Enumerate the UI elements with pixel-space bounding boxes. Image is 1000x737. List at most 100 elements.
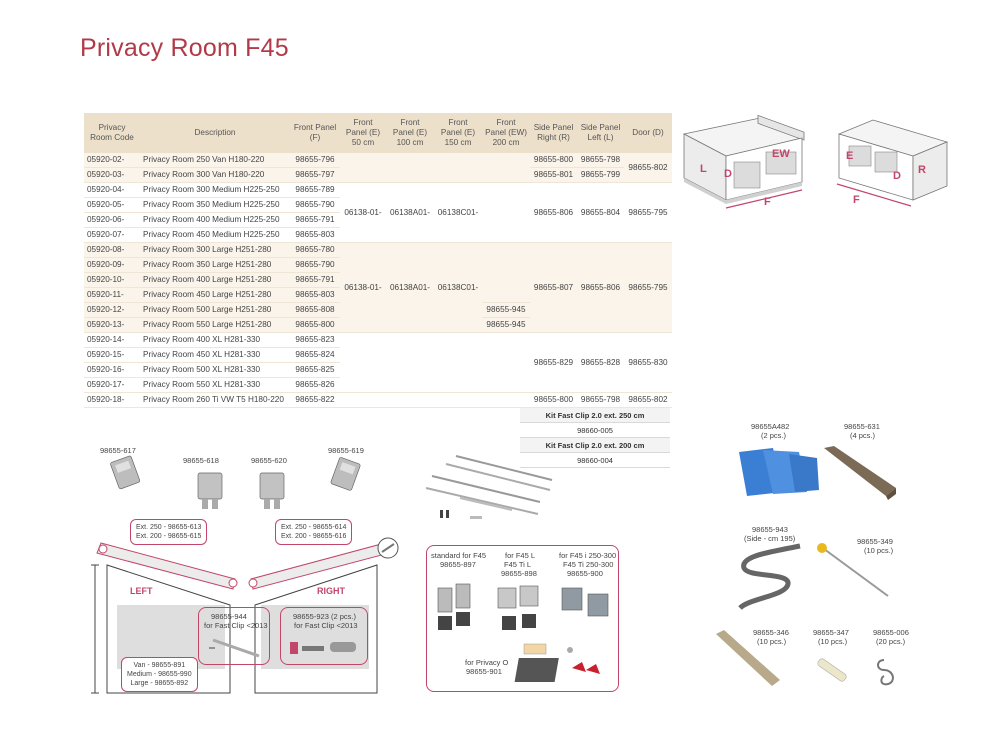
ext-right-200: Ext. 200 - 98655-616	[281, 533, 347, 540]
diagram-label-e: E	[846, 150, 854, 162]
acc-943-code: 98655-943	[752, 525, 788, 534]
table-header-row: Privacy Room Code Description Front Pane…	[84, 113, 672, 153]
front-panel-cell: 98655-822	[290, 392, 340, 408]
door-cell: 98655-802	[624, 153, 672, 183]
blue-tarp-image	[739, 448, 819, 496]
acc-346-code: 98655-346	[753, 628, 789, 637]
front-e50-cell: 06138-01-	[340, 182, 386, 243]
diagram-label-f: F	[764, 196, 771, 208]
parts-table: Privacy Room Code Description Front Pane…	[84, 113, 672, 408]
front-panel-cell: 98655-803	[290, 227, 340, 243]
side-left-cell: 98655-806	[577, 242, 624, 333]
description-cell: Privacy Room 350 Large H251-280	[140, 257, 290, 273]
table-row: 05920-04- Privacy Room 300 Medium H225-2…	[84, 182, 672, 243]
table-row: 05920-06- Privacy Room 400 Medium H225-2…	[84, 212, 672, 228]
page-title: Privacy Room F45	[80, 34, 289, 62]
front-panel-cell: 98655-826	[290, 377, 340, 393]
description-cell: Privacy Room 350 Medium H225-250	[140, 197, 290, 213]
code-cell: 05920-05-	[84, 197, 140, 213]
code-cell: 05920-17-	[84, 377, 140, 393]
side-left-cell: 98655-798	[577, 392, 624, 408]
table-group: 05920-18- Privacy Room 260 Ti VW T5 H180…	[84, 392, 672, 408]
part-label-618: 98655-618	[183, 456, 219, 465]
magnify-circle-icon	[377, 537, 399, 559]
side-right-cell: 98655-829	[530, 332, 577, 393]
kit-code-250: 98660-005	[520, 423, 670, 438]
code-cell: 05920-16-	[84, 362, 140, 378]
acc-631-qty: (4 pcs.)	[850, 431, 876, 440]
acc-347-qty: (10 pcs.)	[818, 637, 848, 646]
adapter-f45i-label2: F45 Ti 250-300	[563, 560, 614, 569]
adapters-image	[437, 583, 609, 630]
description-cell: Privacy Room 450 Medium H225-250	[140, 227, 290, 243]
code-cell: 05920-18-	[84, 392, 140, 408]
part-label-619: 98655-619	[328, 446, 364, 455]
right-label: RIGHT	[317, 586, 345, 596]
adapter-f45l-label: for F45 L	[505, 551, 536, 560]
side-left-cell: 98655-828	[577, 332, 624, 393]
front-e150-cell: 06138C01-	[434, 182, 482, 243]
ext-left-250: Ext. 250 - 98655-613	[136, 524, 202, 531]
table-row: 05920-13- Privacy Room 550 Large H251-28…	[84, 317, 672, 333]
table-row: 05920-18- Privacy Room 260 Ti VW T5 H180…	[84, 392, 672, 408]
front-panel-cell: 98655-823	[290, 332, 340, 348]
part-944-box	[198, 607, 270, 665]
pole-sizes-callout: Van - 98655-891 Medium - 98655-990 Large…	[121, 657, 198, 692]
front-e150-cell: 06138C01-	[434, 242, 482, 333]
code-cell: 05920-02-	[84, 153, 140, 168]
acc-482-qty: (2 pcs.)	[761, 431, 787, 440]
table-group: 05920-08- Privacy Room 300 Large H251-28…	[84, 242, 672, 333]
side-right-cell: 98655-801	[530, 167, 577, 183]
part-944-image	[209, 638, 260, 658]
description-cell: Privacy Room 550 XL H281-330	[140, 377, 290, 393]
table-header: Side Panel Right (R)	[530, 113, 577, 153]
table-row: 05920-16- Privacy Room 500 XL H281-330 9…	[84, 362, 672, 378]
description-cell: Privacy Room 400 Medium H225-250	[140, 212, 290, 228]
s-hook-image	[877, 659, 894, 686]
tent-diagram-right	[836, 119, 949, 207]
acc-006-qty: (20 pcs.)	[876, 637, 906, 646]
kit-title-200: Kit Fast Clip 2.0 ext. 200 cm	[520, 438, 670, 453]
code-cell: 05920-11-	[84, 287, 140, 303]
front-panel-cell: 98655-789	[290, 182, 340, 198]
description-cell: Privacy Room 300 Van H180-220	[140, 167, 290, 183]
diagram-label-d: D	[893, 170, 901, 182]
table-header: Privacy Room Code	[84, 113, 140, 153]
table-header: Front Panel (E) 150 cm	[434, 113, 482, 153]
part-923-image	[290, 642, 356, 654]
acc-349-code: 98655-349	[857, 537, 893, 546]
ext-right-250: Ext. 250 - 98655-614	[281, 524, 347, 531]
front-panel-cell: 98655-796	[290, 153, 340, 168]
left-label: LEFT	[130, 586, 153, 596]
side-right-cell: 98655-807	[530, 242, 577, 333]
ext-left-callout: Ext. 250 - 98655-613 Ext. 200 - 98655-61…	[130, 519, 208, 545]
description-cell: Privacy Room 250 Van H180-220	[140, 153, 290, 168]
part-label-620: 98655-620	[251, 456, 287, 465]
description-cell: Privacy Room 400 XL H281-330	[140, 332, 290, 348]
table-row: 05920-12- Privacy Room 500 Large H251-28…	[84, 302, 672, 318]
code-cell: 05920-06-	[84, 212, 140, 228]
part-923-box	[280, 607, 368, 665]
clip-parts-image	[110, 455, 361, 509]
acc-346-qty: (10 pcs.)	[757, 637, 787, 646]
table-row: 05920-07- Privacy Room 450 Medium H225-2…	[84, 227, 672, 243]
table-header: Front Panel (F)	[290, 113, 340, 153]
table-row: 05920-17- Privacy Room 550 XL H281-330 9…	[84, 377, 672, 393]
diagram-label-l: L	[700, 163, 707, 175]
code-cell: 05920-10-	[84, 272, 140, 288]
front-panel-cell: 98655-808	[290, 302, 340, 318]
part-923-code: 98655-923 (2 pcs.)	[293, 612, 356, 621]
diagram-label-d: D	[724, 168, 732, 180]
front-e100-cell: 06138A01-	[386, 242, 434, 333]
part-944-note: for Fast Clip <2013	[204, 621, 268, 630]
description-cell: Privacy Room 260 Ti VW T5 H180-220	[140, 392, 290, 408]
door-cell: 98655-795	[624, 182, 672, 243]
acc-347-code: 98655-347	[813, 628, 849, 637]
acc-349-qty: (10 pcs.)	[864, 546, 894, 555]
front-ew200-cell: 98655-945	[482, 302, 530, 318]
front-panel-cell: 98655-791	[290, 272, 340, 288]
side-left-cell: 98655-799	[577, 167, 624, 183]
description-cell: Privacy Room 500 Large H251-280	[140, 302, 290, 318]
door-cell: 98655-802	[624, 392, 672, 408]
fast-clip-rails-image	[425, 455, 553, 519]
